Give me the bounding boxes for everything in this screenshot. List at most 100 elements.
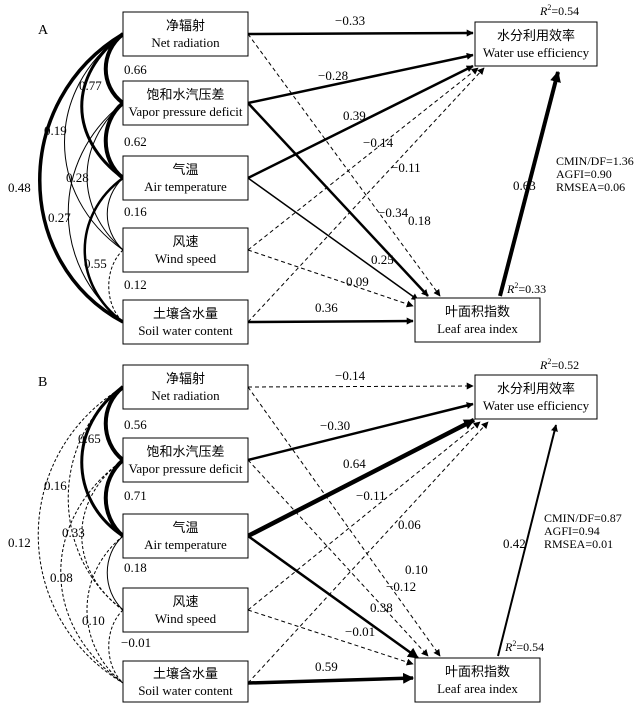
path-soil-wue [247,421,489,684]
corr-label-wind-soil: −0.01 [121,635,151,650]
path-net-lai [247,33,441,297]
path-label-net-wue: −0.14 [335,368,366,383]
svg-text:土壤含水量: 土壤含水量 [153,306,218,321]
path-net-lai [247,386,441,657]
svg-text:风速: 风速 [172,234,198,249]
panel-b-fit-stats: CMIN/DF=0.87 AGFI=0.94 RMSEA=0.01 [544,511,622,551]
svg-text:叶面积指数: 叶面积指数 [445,664,510,679]
corr-label-net-vpd: 0.56 [124,417,147,432]
corr-label-temp-soil: 0.55 [84,256,107,271]
node-water-use-efficiency: 水分利用效率 Water use efficiency [474,21,598,67]
corr-net-soil [38,32,124,324]
node-soil-water-content: 土壤含水量 Soil water content [122,660,249,703]
corr-net-temp [80,385,124,538]
r2-wue: R2=0.52 [539,357,579,372]
path-wind-wue [247,421,481,611]
node-net-radiation: 净辐射 Net radiation [122,364,249,410]
svg-text:Wind speed: Wind speed [155,251,217,266]
svg-text:Vapor pressure deficit: Vapor pressure deficit [128,461,242,476]
panel-b-label: B [38,375,47,390]
path-label-soil-lai: 0.36 [315,300,338,315]
corr-wind-soil [108,249,124,323]
svg-text:风速: 风速 [172,594,198,609]
svg-text:土壤含水量: 土壤含水量 [153,666,218,681]
path-label-soil-wue: −0.11 [391,160,421,175]
corr-net-vpd [103,32,125,105]
corr-label-vpd-temp: 0.62 [124,134,147,149]
svg-text:Vapor pressure deficit: Vapor pressure deficit [128,104,242,119]
corr-temp-soil [86,535,124,684]
path-label-net-lai: −0.11 [356,488,386,503]
svg-text:Soil water content: Soil water content [138,683,233,698]
path-vpd-lai [247,102,429,297]
svg-text:净辐射: 净辐射 [166,18,205,33]
path-label-temp-wue: 0.64 [343,456,366,471]
svg-text:Water use efficiency: Water use efficiency [483,398,590,413]
path-temp-wue [246,417,476,539]
node-leaf-area-index: 叶面积指数 Leaf area index [414,297,541,343]
svg-text:Water use efficiency: Water use efficiency [483,45,590,60]
corr-wind-soil [108,609,124,684]
path-label-vpd-wue: −0.30 [320,418,350,433]
corr-vpd-soil [60,459,124,684]
panel-a-paths [247,29,561,325]
corr-vpd-wind [81,459,124,611]
panel-a-correlation-labels: 0.48 0.19 0.27 0.77 0.28 0.55 0.66 0.62 … [8,62,147,292]
path-wind-lai [247,249,414,308]
node-wind-speed: 风速 Wind speed [122,587,249,633]
node-air-temperature: 气温 Air temperature [122,513,249,559]
corr-label-net-wind: 0.19 [44,123,67,138]
node-wind-speed: 风速 Wind speed [122,227,249,273]
corr-net-wind [67,386,124,611]
corr-label-vpd-temp: 0.71 [124,488,147,503]
path-label-soil-wue: 0.10 [405,562,428,577]
path-vpd-wue [247,402,474,462]
fit-cmin: CMIN/DF=0.87 [544,511,622,525]
svg-text:叶面积指数: 叶面积指数 [445,304,510,319]
path-label-temp-lai: 0.25 [371,252,394,267]
path-temp-lai [247,534,419,660]
svg-text:水分利用效率: 水分利用效率 [497,28,575,43]
fit-agfi: AGFI=0.94 [544,524,600,538]
path-label-vpd-wue: −0.28 [318,68,348,83]
panel-b-correlation-labels: 0.12 0.16 0.08 0.65 0.33 0.10 0.56 0.71 … [8,417,151,650]
fit-agfi: AGFI=0.90 [556,167,612,181]
corr-temp-soil [83,176,124,324]
svg-text:饱和水汽压差: 饱和水汽压差 [146,87,224,102]
panel-a-fit-stats: CMIN/DF=1.36 AGFI=0.90 RMSEA=0.06 [556,154,634,194]
svg-text:Leaf area index: Leaf area index [437,681,518,696]
node-air-temperature: 气温 Air temperature [122,155,249,201]
path-label-wind-wue: −0.14 [363,135,394,150]
corr-label-vpd-wind: 0.28 [66,170,89,185]
corr-label-net-wind: 0.16 [44,478,67,493]
svg-text:Leaf area index: Leaf area index [437,321,518,336]
corr-vpd-temp [103,101,125,180]
corr-temp-wind [106,535,124,611]
corr-label-wind-soil: 0.12 [124,277,147,292]
path-label-wind-wue: 0.06 [398,517,421,532]
corr-label-net-soil: 0.12 [8,535,31,550]
panel-b-correlations [37,385,125,684]
corr-label-vpd-soil: 0.27 [48,210,71,225]
r2-wue: R2=0.54 [539,3,579,18]
path-temp-lai [247,177,419,301]
node-water-use-efficiency: 水分利用效率 Water use efficiency [474,374,598,420]
corr-label-temp-wind: 0.16 [124,204,147,219]
panel-a-label: A [38,23,49,38]
corr-net-temp [80,32,124,180]
path-net-wue [247,29,474,37]
corr-net-soil [37,386,124,684]
path-vpd-lai [247,459,429,657]
path-soil-lai [247,317,414,325]
corr-vpd-temp [103,458,125,538]
path-label-wind-lai: 0.09 [346,274,369,289]
panel-b-paths [246,382,558,685]
path-label-temp-lai: 0.38 [370,600,393,615]
path-label-vpd-lai: −0.34 [378,205,409,220]
svg-text:净辐射: 净辐射 [166,371,205,386]
path-soil-wue [247,67,485,323]
path-soil-lai [247,672,415,685]
svg-text:气温: 气温 [172,162,198,177]
path-label-soil-lai: 0.59 [315,659,338,674]
corr-label-temp-soil: 0.10 [82,613,105,628]
